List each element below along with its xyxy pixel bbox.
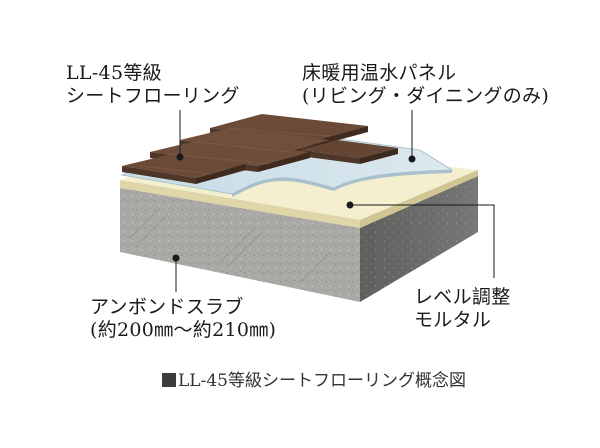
leader-mortar [346,201,495,278]
label-slab-line2: (約200㎜〜約210㎜) [90,319,277,341]
caption-text: LL-45等級シートフローリング概念図 [178,371,466,391]
label-mortar-line1: レベル調整 [414,286,511,308]
leader-slab [172,254,180,292]
mortar-side-edge [360,170,478,228]
label-mortar-line2: モルタル [414,309,492,331]
mortar-front-edge [120,180,360,228]
leader-flooring [176,110,184,161]
wood-flooring-planks [122,114,398,184]
label-mortar: レベル調整 モルタル [414,286,511,332]
label-slab-line1: アンボンドスラブ [90,296,244,318]
diagram-caption: LL-45等級シートフローリング概念図 [162,370,466,392]
slab-crack-lines [129,207,331,283]
label-flooring-line1: LL-45等級 [66,62,162,84]
label-heating-panel: 床暖用温水パネル (リビング・ダイニングのみ) [302,62,549,108]
label-heating-panel-line1: 床暖用温水パネル [302,62,457,84]
leader-heating-panel [408,110,416,163]
leader-lines [172,110,495,292]
label-flooring-line2: シートフローリング [66,85,240,107]
label-flooring: LL-45等級 シートフローリング [66,62,240,108]
label-slab: アンボンドスラブ (約200㎜〜約210㎜) [90,296,276,342]
label-heating-panel-line2: (リビング・ダイニングのみ) [302,85,550,107]
caption-square-marker [162,373,176,387]
